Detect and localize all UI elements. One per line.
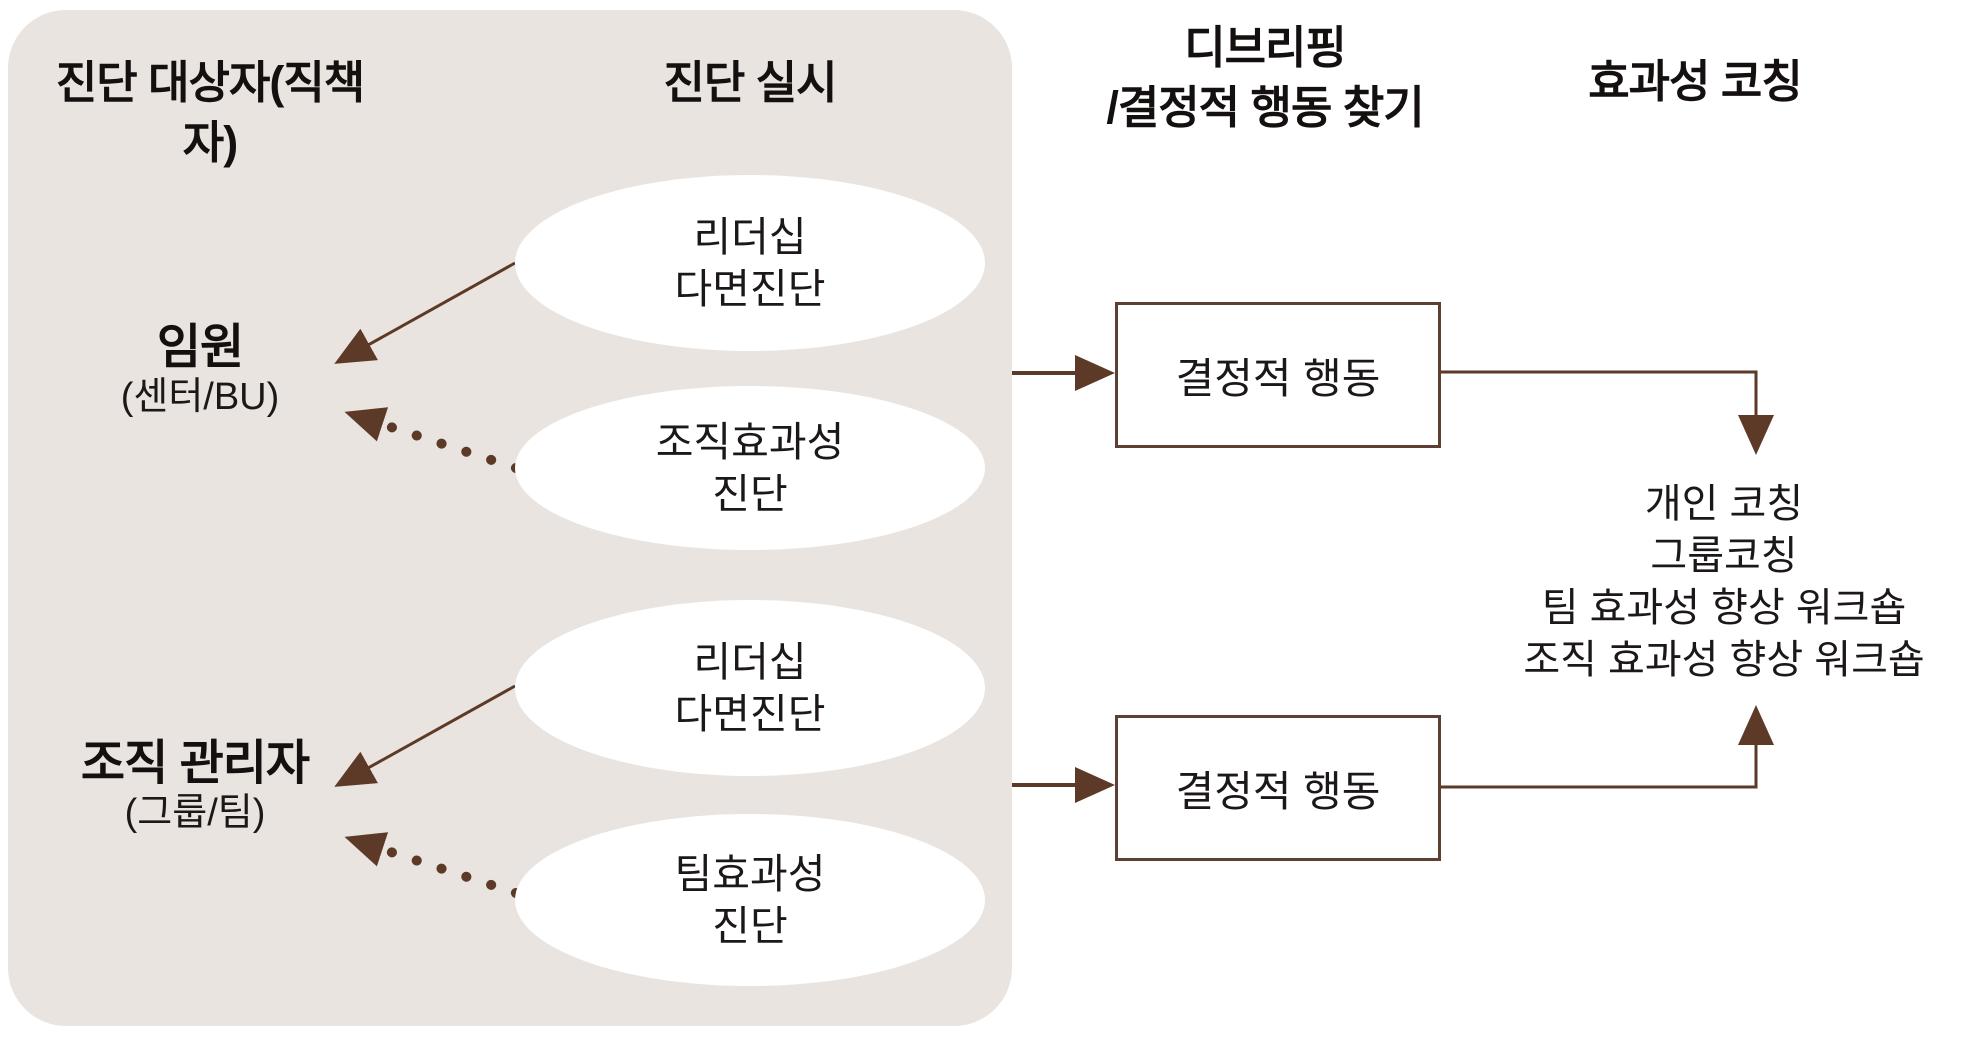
header-diagnosis-targets: 진단 대상자(직책자) bbox=[55, 57, 365, 168]
ellipse-text-line1: 팀효과성 bbox=[674, 851, 826, 897]
header-debriefing-line2: /결정적 행동 찾기 bbox=[1106, 82, 1424, 133]
group-scope: (센터/BU) bbox=[120, 376, 280, 418]
coaching-line-group: 그룹코칭 bbox=[1650, 534, 1798, 578]
group-label-org-manager: 조직 관리자 (그룹/팀) bbox=[35, 738, 355, 836]
arrow-critical-behavior-2-to-coaching bbox=[1437, 705, 1774, 789]
header-debriefing-line1: 디브리핑 bbox=[1184, 22, 1347, 73]
header-diagnosis-execution: 진단 실시 bbox=[663, 57, 837, 108]
dotted-arrow-team-effectiveness-to-manager bbox=[344, 832, 521, 898]
critical-behavior-box-1: 결정적 행동 bbox=[1115, 302, 1441, 448]
coaching-options-block: 개인 코칭 그룹코칭 팀 효과성 향상 워크숍 조직 효과성 향상 워크숍 bbox=[1474, 478, 1962, 686]
arrow-leadership-to-executive bbox=[334, 261, 516, 364]
ellipse-text-line2: 진단 bbox=[712, 903, 788, 949]
dotted-arrow-org-effectiveness-to-executive bbox=[344, 407, 521, 473]
ellipse-team-effectiveness: 팀효과성 진단 bbox=[515, 814, 985, 986]
ellipse-text-line2: 다면진단 bbox=[674, 266, 826, 312]
critical-behavior-box-2: 결정적 행동 bbox=[1115, 715, 1441, 861]
ellipse-text-line2: 진단 bbox=[712, 471, 788, 517]
header-effectiveness-coaching: 효과성 코칭 bbox=[1588, 56, 1803, 107]
group-scope: (그룹/팀) bbox=[124, 792, 266, 834]
coaching-line-individual: 개인 코칭 bbox=[1644, 482, 1804, 526]
ellipse-text-line1: 조직효과성 bbox=[655, 419, 845, 465]
critical-behavior-label: 결정적 행동 bbox=[1175, 767, 1381, 815]
group-label-executive: 임원 (센터/BU) bbox=[40, 322, 360, 420]
critical-behavior-label: 결정적 행동 bbox=[1175, 354, 1381, 402]
ellipse-text-line2: 다면진단 bbox=[674, 691, 826, 737]
ellipse-text-line1: 리더십 bbox=[693, 214, 807, 260]
header-debriefing: 디브리핑 /결정적 행동 찾기 bbox=[1065, 18, 1465, 138]
ellipse-leadership-360-executive: 리더십 다면진단 bbox=[515, 175, 985, 351]
arrow-leadership-to-manager bbox=[334, 684, 516, 787]
group-name: 조직 관리자 bbox=[80, 737, 310, 790]
group-name: 임원 bbox=[156, 321, 244, 374]
arrow-critical-behavior-1-to-coaching bbox=[1437, 370, 1774, 455]
ellipse-leadership-360-manager: 리더십 다면진단 bbox=[515, 600, 985, 776]
coaching-line-team-workshop: 팀 효과성 향상 워크숍 bbox=[1541, 586, 1907, 630]
ellipse-org-effectiveness: 조직효과성 진단 bbox=[515, 386, 985, 550]
coaching-line-org-workshop: 조직 효과성 향상 워크숍 bbox=[1523, 638, 1925, 682]
ellipse-text-line1: 리더십 bbox=[693, 639, 807, 685]
